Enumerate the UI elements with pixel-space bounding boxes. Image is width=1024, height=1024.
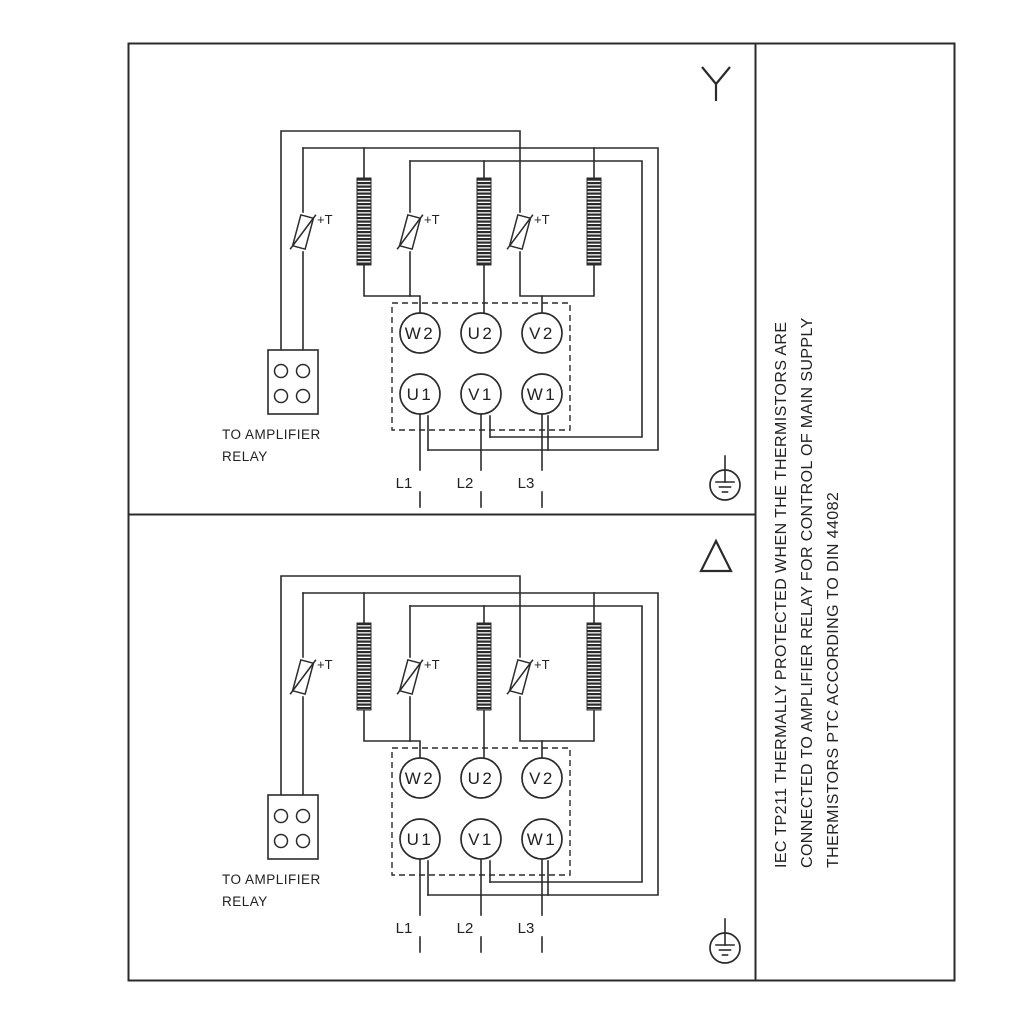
wire [280,575,521,811]
motor-winding-coil [586,177,602,266]
motor-winding-coil [476,177,492,266]
terminal-label-w2: W2 [405,324,436,343]
drawing-frame [127,42,956,982]
amplifier-relay-block [267,349,319,415]
terminal-w1 [521,818,563,860]
thermistor-strike [506,214,534,250]
wire [363,709,421,759]
relay-note-line1: TO AMPLIFIER [222,872,321,887]
supply-label-l1: L1 [396,920,413,937]
terminal-label-w1: W1 [527,830,558,849]
relay-note-line1: TO AMPLIFIER [222,427,321,442]
relay-terminal [295,388,311,404]
wire [519,696,543,742]
supply-label-l1: L1 [396,475,413,492]
relay-terminal [295,833,311,849]
wire [302,147,659,451]
terminal-v1 [460,373,502,415]
relay-terminal [273,808,289,824]
terminal-u1 [399,373,441,415]
side-note-line-1: IEC TP211 THERMALLY PROTECTED WHEN THE T… [773,322,790,868]
panel-star: +T +T +T W2 U2 V2 U1 V1 W1 TO AMPLIFIER … [222,66,741,508]
thermistor-strike [289,659,317,695]
terminal-label-v1: V1 [468,830,494,849]
terminal-w2 [399,312,441,354]
relay-terminal [273,363,289,379]
wire [302,592,659,896]
motor-winding-coil [356,622,372,711]
terminal-board-outline [391,302,571,431]
terminal-v2 [521,312,563,354]
terminal-label-v2: V2 [529,769,555,788]
thermistor-icon [289,213,317,251]
motor-winding-coil [356,177,372,266]
terminal-v2 [521,757,563,799]
wire [541,264,595,314]
supply-label-l3: L3 [518,475,535,492]
thermistor-label: +T [534,657,550,672]
thermistor-strike [289,214,317,250]
thermistor-strike [396,659,424,695]
terminal-v1 [460,818,502,860]
terminal-u1 [399,818,441,860]
terminal-label-v2: V2 [529,324,555,343]
motor-winding-coil [476,622,492,711]
thermistor-strike [506,659,534,695]
relay-terminal [273,833,289,849]
amplifier-relay-block [267,794,319,860]
panel-delta: +T +T +T W2 U2 V2 U1 V1 W1 TO AMPLIFIER … [222,538,741,964]
thermistor-strike [396,214,424,250]
wire [541,709,595,759]
delta-symbol [699,538,733,573]
terminal-w2 [399,757,441,799]
thermistor-icon [289,658,317,696]
wiring [280,130,659,508]
wire [409,605,643,883]
star-symbol [701,66,731,101]
thermistor-label: +T [534,212,550,227]
relay-note-line2: RELAY [222,894,268,909]
side-note-line-2: CONNECTED TO AMPLIFIER RELAY FOR CONTROL… [799,317,816,868]
thermistor-label: +T [424,212,440,227]
thermistor-icon [506,213,534,251]
wire [409,160,643,438]
supply-label-l3: L3 [518,920,535,937]
thermistor-label: +T [424,657,440,672]
thermistor-icon [396,213,424,251]
supply-label-l2: L2 [457,475,474,492]
relay-terminal [295,808,311,824]
terminal-label-u2: U2 [468,769,495,788]
motor-winding-coil [586,622,602,711]
terminal-u2 [460,757,502,799]
terminal-label-w1: W1 [527,385,558,404]
wire [280,130,521,366]
terminal-u2 [460,312,502,354]
terminal-board-outline [391,747,571,876]
supply-label-l2: L2 [457,920,474,937]
wire [519,251,543,297]
earth-ground-icon [709,455,741,501]
relay-terminal [273,388,289,404]
thermistor-label: +T [317,212,333,227]
side-note: IEC TP211 THERMALLY PROTECTED WHEN THE T… [773,317,842,868]
terminal-label-u2: U2 [468,324,495,343]
relay-note-line2: RELAY [222,449,268,464]
earth-ground-icon [709,918,741,964]
outer-border [127,42,956,982]
terminal-w1 [521,373,563,415]
thermistor-label: +T [317,657,333,672]
relay-terminal [295,363,311,379]
thermistor-icon [396,658,424,696]
thermistor-icon [506,658,534,696]
wire [363,264,421,314]
terminal-label-u1: U1 [407,830,434,849]
terminal-label-v1: V1 [468,385,494,404]
side-note-line-3: THERMISTORS PTC ACCORDING TO DIN 44082 [825,492,842,868]
wiring [280,575,659,953]
terminal-label-w2: W2 [405,769,436,788]
terminal-label-u1: U1 [407,385,434,404]
